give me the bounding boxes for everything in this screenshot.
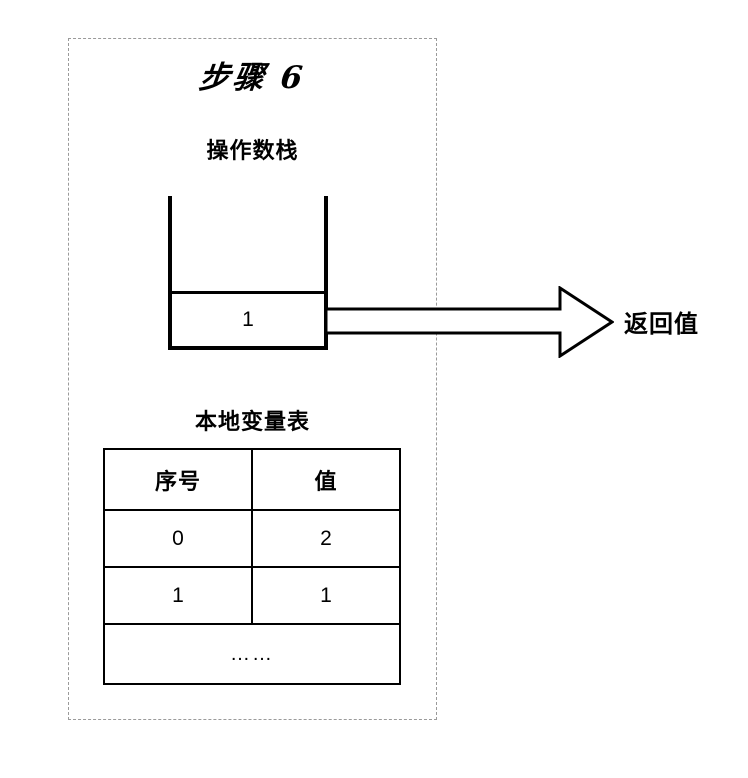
column-header-value: 值 xyxy=(251,448,401,511)
return-value-label: 返回值 xyxy=(624,311,699,338)
table-row: 0 2 xyxy=(103,509,401,568)
return-value-arrow xyxy=(324,285,615,359)
step-frame xyxy=(68,38,437,720)
cell-index: 0 xyxy=(103,509,253,568)
operand-stack-caption: 操作数栈 xyxy=(206,138,299,163)
operand-stack: 1 xyxy=(168,196,328,350)
local-variable-table: 序号 值 0 2 1 1 …… xyxy=(103,448,401,685)
cell-value: 2 xyxy=(251,509,401,568)
step-title: 步骤 6 xyxy=(197,60,308,96)
operand-stack-cell: 1 xyxy=(172,291,324,346)
table-header-row: 序号 值 xyxy=(103,448,401,511)
cell-index: 1 xyxy=(103,566,253,625)
table-ellipsis-row: …… xyxy=(103,623,401,685)
local-variable-table-caption: 本地变量表 xyxy=(194,409,310,434)
table-ellipsis: …… xyxy=(103,623,401,685)
column-header-index: 序号 xyxy=(103,448,253,511)
cell-value: 1 xyxy=(251,566,401,625)
table-row: 1 1 xyxy=(103,566,401,625)
